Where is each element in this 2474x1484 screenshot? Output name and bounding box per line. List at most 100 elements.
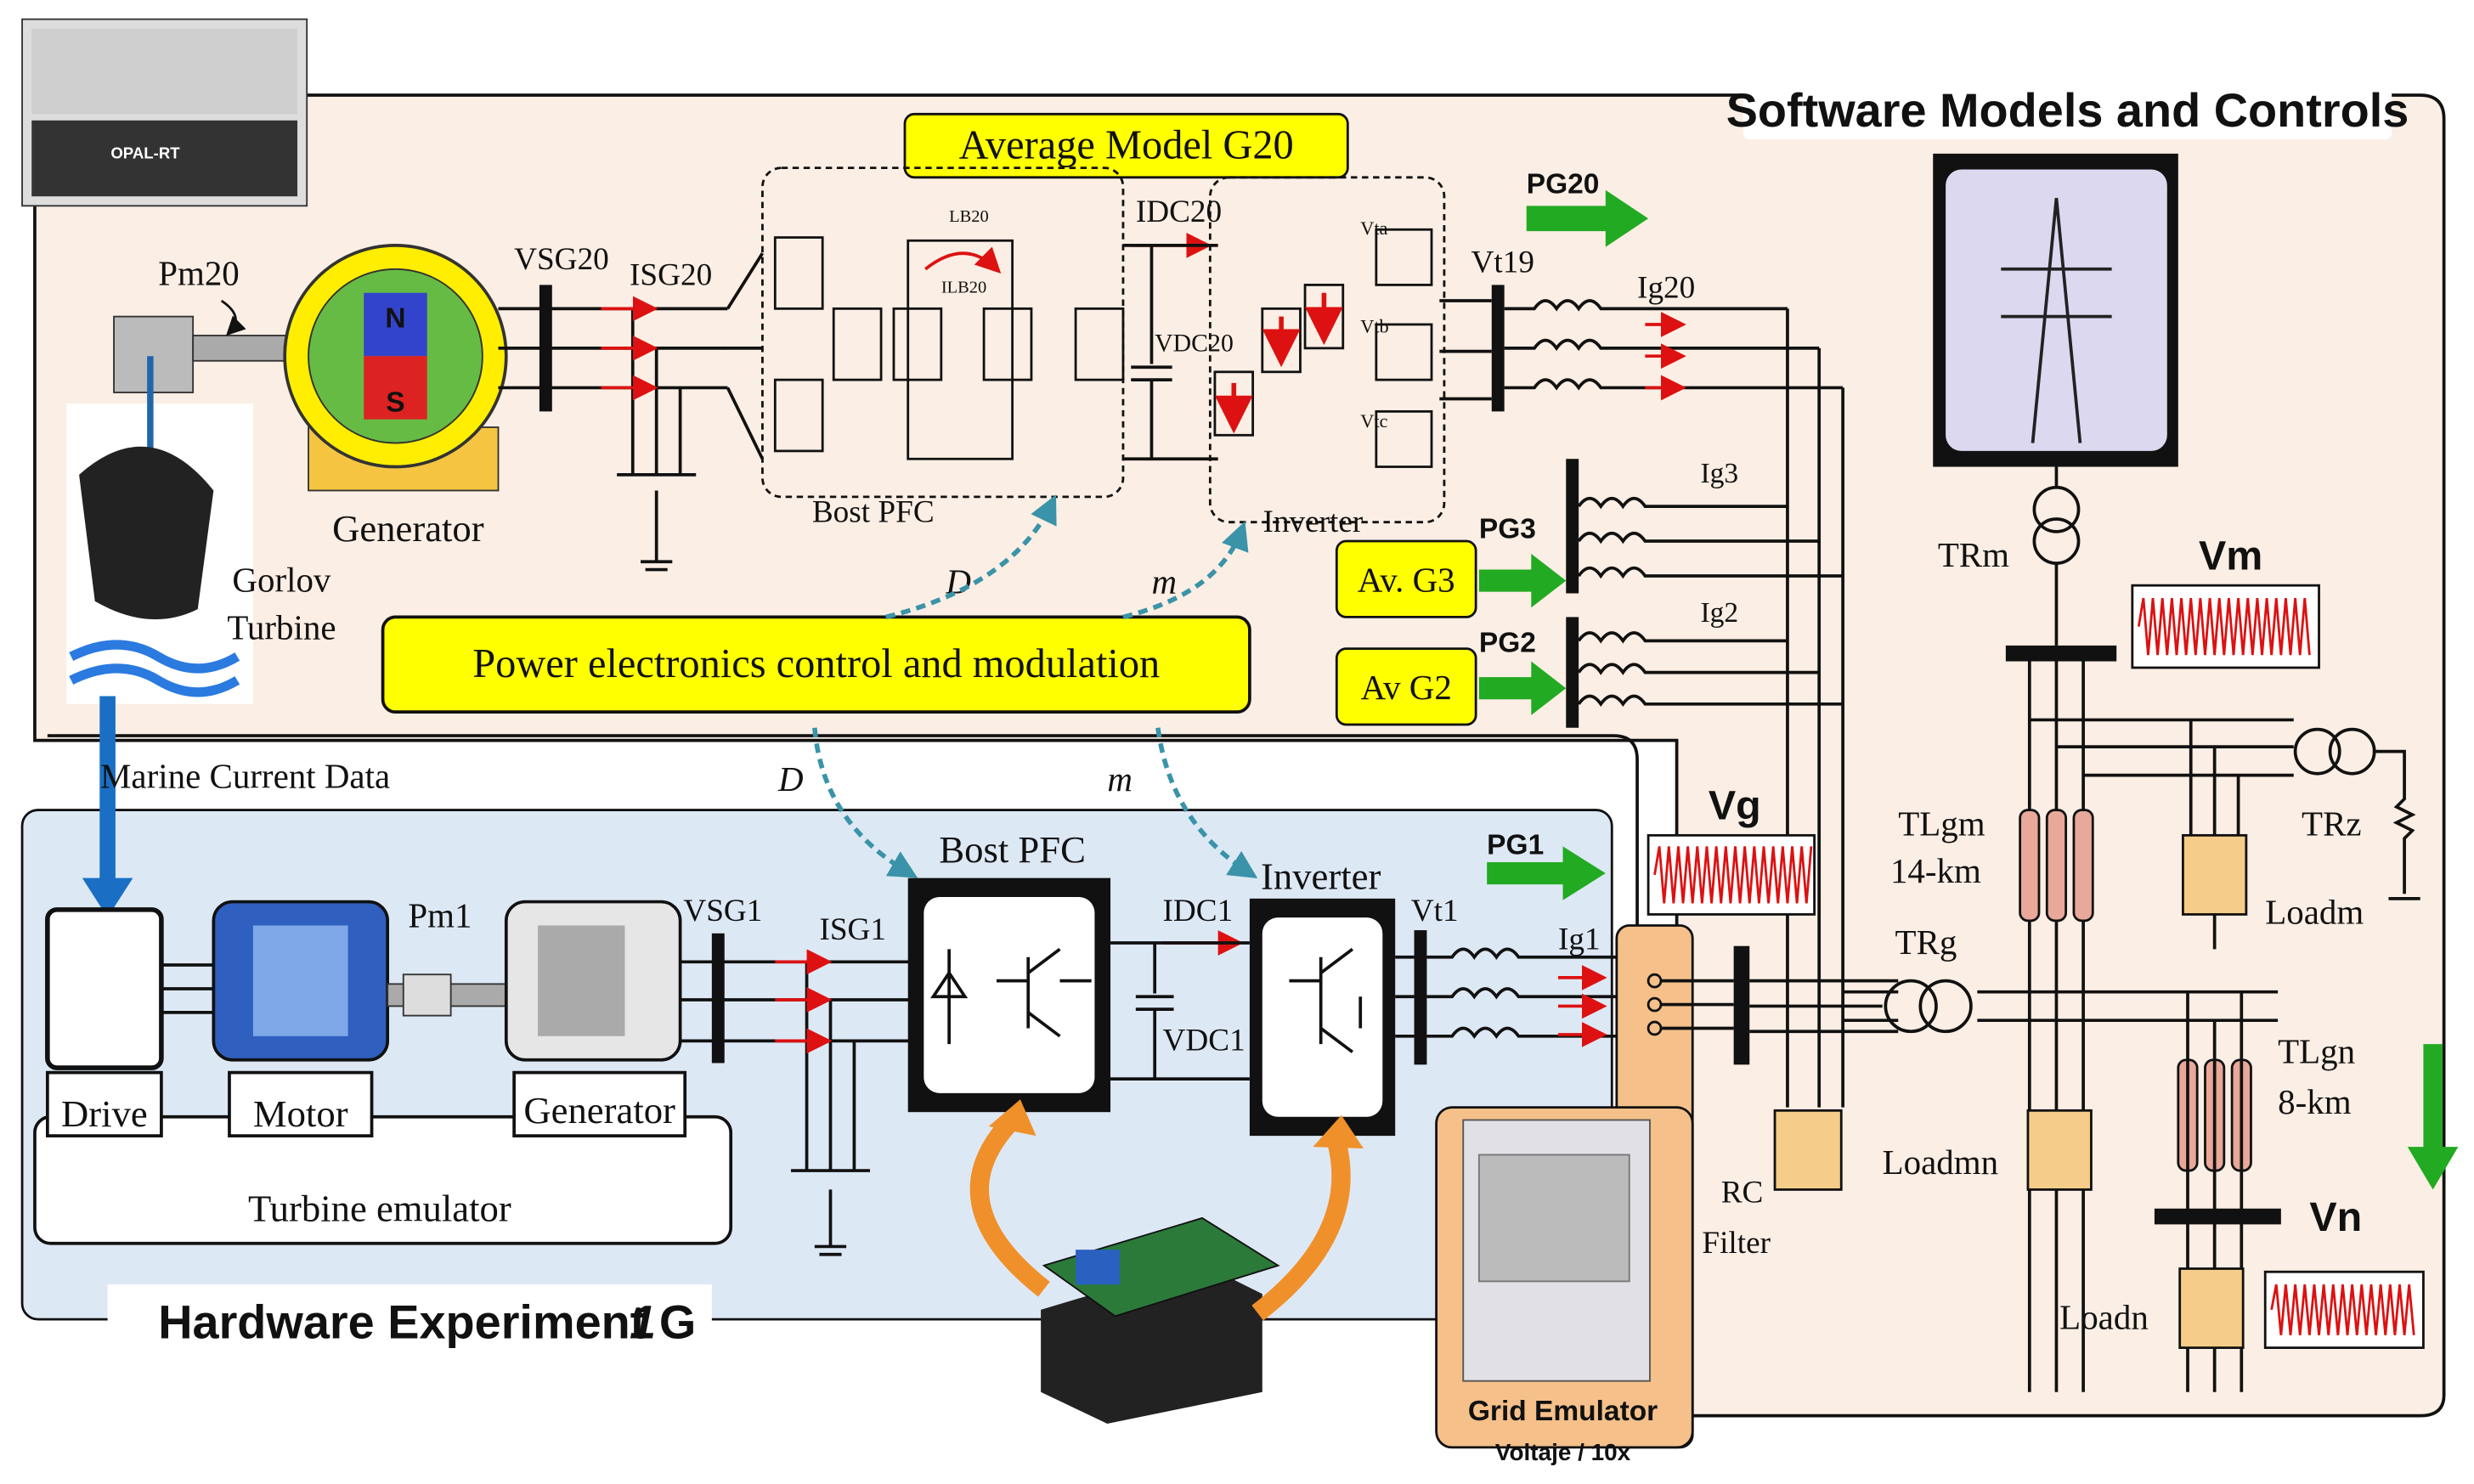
ig3-label: Ig3 bbox=[1701, 458, 1739, 489]
bus-vt19 bbox=[1491, 285, 1505, 412]
vm-wave bbox=[2137, 597, 2311, 656]
isg1-label: ISG1 bbox=[819, 912, 886, 947]
ig20-label: Ig20 bbox=[1637, 270, 1695, 305]
pg2-label: PG2 bbox=[1479, 627, 1536, 658]
rc-filter-label-1: RC bbox=[1721, 1175, 1764, 1210]
rc-filter-box bbox=[1773, 1109, 1843, 1191]
idc1-label: IDC1 bbox=[1162, 894, 1233, 928]
vt1-label: Vt1 bbox=[1411, 894, 1459, 928]
bost-pfc-bottom-label: Bost PFC bbox=[939, 828, 1086, 871]
grid-emulator-sub: Voltaje / 10x bbox=[1495, 1439, 1631, 1465]
ig1-label: Ig1 bbox=[1558, 922, 1601, 956]
pg1-arrow bbox=[1487, 846, 1606, 900]
trz-label: TRz bbox=[2302, 804, 2362, 843]
vdc1-label: VDC1 bbox=[1162, 1024, 1245, 1058]
opal-rt-simulator: OPAL-RT bbox=[21, 18, 308, 207]
svg-text:ILB20: ILB20 bbox=[941, 279, 986, 297]
hardware-title: Hardware Experiment G bbox=[158, 1295, 696, 1348]
avg-model-label: Average Model G20 bbox=[959, 122, 1294, 167]
pm20-label: Pm20 bbox=[158, 253, 240, 292]
gorlov-turbine bbox=[66, 356, 253, 704]
orange-arrow-right bbox=[1251, 1139, 1351, 1321]
grid-emulator-label: Grid Emulator bbox=[1468, 1396, 1658, 1427]
av-g2-box bbox=[1335, 647, 1477, 726]
bus-g bbox=[1733, 945, 1750, 1065]
vg-wave bbox=[1653, 846, 1813, 904]
bost-pfc-top-label: Bost PFC bbox=[812, 495, 935, 530]
tlgm-label: TLgm bbox=[1898, 804, 1985, 843]
pg20-label: PG20 bbox=[1527, 168, 1600, 200]
tlgn-length: 8-km bbox=[2278, 1082, 2352, 1121]
phase-lines-top bbox=[498, 252, 765, 572]
bost-pfc-top-box bbox=[761, 166, 1125, 499]
pg2-arrow bbox=[1478, 661, 1567, 715]
pg1-label: PG1 bbox=[1487, 830, 1544, 861]
m-bottom-label: m bbox=[1107, 759, 1133, 798]
svg-text:OPAL-RT: OPAL-RT bbox=[110, 144, 180, 161]
control-board bbox=[1041, 1216, 1280, 1424]
svg-text:Vta: Vta bbox=[1360, 217, 1387, 239]
m-top-label: m bbox=[1151, 561, 1177, 601]
trm-label: TRm bbox=[1938, 535, 2009, 574]
drive-label: Drive bbox=[61, 1092, 148, 1135]
hardware-title-box bbox=[107, 1284, 712, 1355]
d-bottom-label: D bbox=[777, 759, 804, 798]
turbine-emulator-label: Turbine emulator bbox=[248, 1188, 511, 1230]
loadmn-box bbox=[2026, 1109, 2093, 1191]
pe-control-box bbox=[381, 615, 1251, 714]
pg20-arrow bbox=[1526, 189, 1649, 247]
loadn-box bbox=[2178, 1267, 2245, 1350]
vn-label: Vn bbox=[2309, 1194, 2362, 1240]
gorlov-label: Gorlov bbox=[232, 561, 331, 600]
bus-g2 bbox=[1566, 617, 1579, 728]
drive-box bbox=[45, 907, 164, 1070]
hardware-title-sub: 1 bbox=[630, 1295, 656, 1348]
turbine-label: Turbine bbox=[227, 607, 336, 646]
software-title: Software Models and Controls bbox=[1726, 83, 2409, 137]
orange-arrow-left bbox=[969, 1113, 1050, 1297]
av-g3-label: Av. G3 bbox=[1358, 561, 1455, 600]
inverter-bottom-label: Inverter bbox=[1261, 855, 1381, 898]
vdc20-label: VDC20 bbox=[1155, 330, 1234, 358]
pg3-arrow bbox=[1478, 553, 1567, 608]
generator-top-label: Generator bbox=[332, 507, 484, 550]
pg3-label: PG3 bbox=[1479, 513, 1536, 545]
bus-vt1 bbox=[1414, 930, 1427, 1065]
pfc-sources bbox=[773, 236, 1125, 460]
bus-m bbox=[2005, 645, 2117, 662]
vsg1-label: VSG1 bbox=[683, 894, 762, 928]
svg-text:Vtc: Vtc bbox=[1360, 410, 1387, 432]
loadn-label: Loadn bbox=[2059, 1297, 2149, 1336]
trg-label: TRg bbox=[1895, 923, 1957, 962]
n-pole: N bbox=[385, 303, 405, 335]
vn-flow-arrow bbox=[2407, 1044, 2459, 1190]
marine-data-label: Marine Current Data bbox=[100, 756, 390, 795]
tlgn-label: TLgn bbox=[2278, 1031, 2355, 1070]
vm-label: Vm bbox=[2199, 533, 2262, 579]
loadm-box bbox=[2182, 833, 2248, 916]
idc20-label: IDC20 bbox=[1136, 195, 1222, 229]
tlgm-length: 14-km bbox=[1890, 851, 1981, 890]
ig2-label: Ig2 bbox=[1701, 597, 1739, 629]
svg-text:Vtb: Vtb bbox=[1360, 315, 1388, 336]
inverter-top-label: Inverter bbox=[1262, 505, 1363, 539]
svg-text:LB20: LB20 bbox=[949, 207, 989, 226]
generator-bottom-label: Generator bbox=[523, 1089, 675, 1131]
rc-filter-label-2: Filter bbox=[1702, 1226, 1771, 1261]
software-title-box bbox=[1743, 76, 2392, 140]
av-g3-box bbox=[1335, 539, 1477, 618]
av-g2-label: Av G2 bbox=[1361, 668, 1452, 707]
pe-control-label: Power electronics control and modulation bbox=[472, 641, 1160, 686]
bus-g3 bbox=[1566, 459, 1579, 594]
turbine-emulator-box bbox=[33, 1114, 733, 1245]
avg-model-box bbox=[903, 112, 1349, 179]
vt19-label: Vt19 bbox=[1471, 245, 1534, 280]
vn-wave bbox=[2270, 1284, 2415, 1335]
tower-image bbox=[1946, 169, 2167, 451]
vsg20-label: VSG20 bbox=[514, 242, 609, 277]
loadmn-label: Loadmn bbox=[1883, 1143, 1998, 1182]
vg-label: Vg bbox=[1709, 783, 1761, 829]
s-pole: S bbox=[386, 387, 404, 418]
tlgm-lines bbox=[2019, 809, 2094, 923]
